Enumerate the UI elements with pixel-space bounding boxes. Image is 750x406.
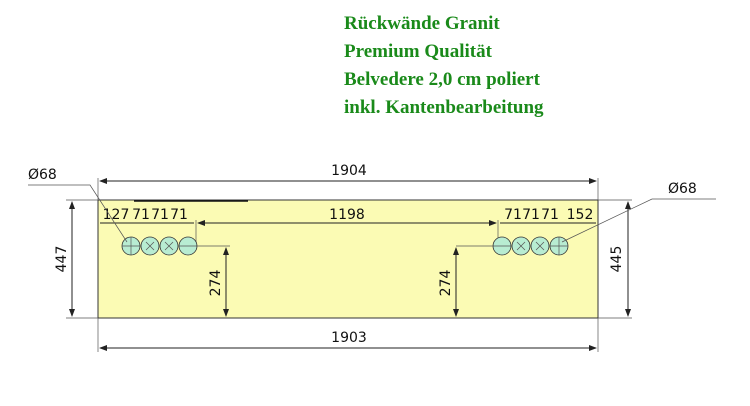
left-diameter-callout: Ø68 bbox=[28, 167, 128, 243]
right-diameter-label: Ø68 bbox=[668, 181, 697, 197]
bottom-length-label: 1903 bbox=[331, 330, 367, 346]
title-line-4: inkl. Kantenbearbeitung bbox=[344, 97, 544, 118]
center-gap-label: 1198 bbox=[329, 207, 365, 223]
right-socket-holes bbox=[492, 236, 569, 256]
bottom-dimension: 1903 bbox=[97, 318, 599, 352]
title-line-3: Belvedere 2,0 cm poliert bbox=[344, 69, 540, 90]
left-socket-holes bbox=[121, 236, 198, 256]
left-height-label: 447 bbox=[54, 246, 70, 273]
title-block: Rückwände Granit Premium Qualität Belved… bbox=[344, 10, 544, 122]
title-line-1: Rückwände Granit bbox=[344, 13, 500, 34]
left-diameter-label: Ø68 bbox=[28, 167, 57, 183]
right-diameter-callout: Ø68 bbox=[561, 181, 716, 243]
right-offset-2: 71 bbox=[522, 207, 540, 223]
right-height-label: 445 bbox=[609, 246, 625, 273]
granite-panel bbox=[97, 199, 599, 319]
right-cutout-dimension: 274 bbox=[438, 245, 494, 317]
left-height-dimension: 447 bbox=[54, 199, 98, 319]
center-gap-dimension: 1198 bbox=[195, 207, 499, 246]
right-cutout-label: 274 bbox=[438, 270, 454, 297]
right-height-dimension: 445 bbox=[598, 199, 632, 319]
right-offset-3: 71 bbox=[541, 207, 559, 223]
top-length-label: 1904 bbox=[331, 163, 367, 179]
top-dimension: 1904 bbox=[97, 163, 599, 200]
right-offset-1: 71 bbox=[504, 207, 522, 223]
left-offset-dimensions: 127 71 71 71 bbox=[100, 207, 194, 224]
left-cutout-label: 274 bbox=[208, 270, 224, 297]
left-cutout-dimension: 274 bbox=[196, 245, 230, 317]
left-offset-3: 71 bbox=[151, 207, 169, 223]
title-line-2: Premium Qualität bbox=[344, 41, 492, 62]
left-offset-4: 71 bbox=[170, 207, 188, 223]
right-offset-dimensions: 71 71 71 152 bbox=[500, 207, 596, 224]
right-offset-4: 152 bbox=[567, 207, 594, 223]
left-offset-1: 127 bbox=[103, 207, 130, 223]
left-offset-2: 71 bbox=[132, 207, 150, 223]
